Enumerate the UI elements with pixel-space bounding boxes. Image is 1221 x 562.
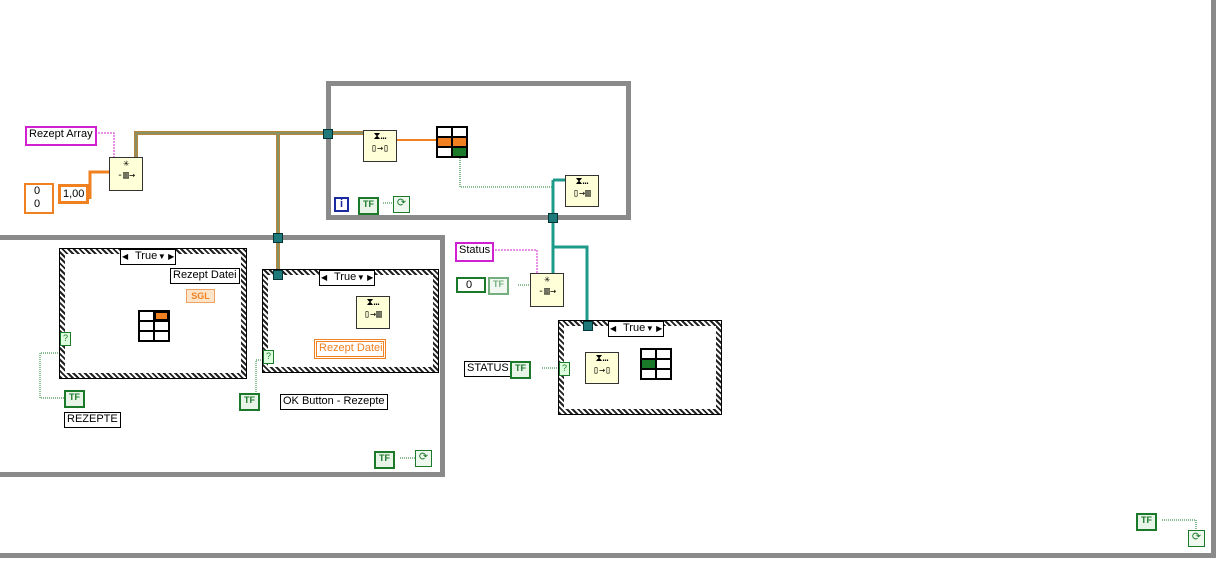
- loop-condition-icon[interactable]: ⟳: [393, 196, 410, 213]
- ok-button-boolean-control[interactable]: TF: [239, 393, 260, 411]
- rezept-array-constant[interactable]: Rezept Array: [25, 126, 97, 146]
- loop-boolean-constant[interactable]: TF: [374, 451, 395, 469]
- status-boolean-constant[interactable]: TF: [488, 277, 509, 295]
- left-while-loop: [0, 235, 445, 477]
- bool-wire: [459, 158, 553, 188]
- status-array-indicator: [640, 348, 672, 380]
- numeric-row-0: 0: [34, 185, 41, 197]
- cluster-array-indicator: [436, 126, 468, 158]
- upper-while-loop: [326, 81, 631, 220]
- tunnel: [273, 233, 283, 243]
- dequeue-element-node-status[interactable]: ⧗…▯→▯: [585, 352, 619, 384]
- status-string-wire: [492, 249, 538, 273]
- case-structure-2: [262, 269, 439, 373]
- rezept-datei-label: Rezept Datei: [170, 268, 240, 284]
- rezepte-boolean-control[interactable]: TF: [64, 390, 85, 408]
- status-boolean-control[interactable]: TF: [510, 361, 531, 379]
- numeric-size-constant[interactable]: 1,00: [58, 184, 89, 204]
- rezepte-label: REZEPTE: [64, 412, 121, 428]
- enqueue-element-node[interactable]: ⧗…▯→▥: [565, 175, 599, 207]
- iteration-terminal: i: [334, 197, 349, 212]
- case-selector-terminal: ?: [263, 350, 274, 364]
- status-numeric-constant[interactable]: 0: [456, 277, 486, 293]
- outer-loop-boolean-constant[interactable]: TF: [1136, 513, 1157, 531]
- case-selector-2[interactable]: True: [319, 270, 376, 286]
- tunnel: [323, 129, 333, 139]
- loop-condition-icon[interactable]: ⟳: [415, 450, 432, 467]
- numeric-wire: [88, 170, 109, 199]
- case-selector-terminal: ?: [60, 332, 71, 346]
- numeric-row-1: 0: [34, 198, 41, 210]
- case-selector-1[interactable]: True: [120, 249, 177, 265]
- dequeue-element-node[interactable]: ⧗…▯→▯: [363, 130, 397, 162]
- status-label: STATUS: [464, 361, 512, 377]
- obtain-queue-node-status[interactable]: ✳-▥→: [530, 273, 564, 307]
- loop-boolean-constant[interactable]: TF: [358, 197, 379, 215]
- rezept-datei-indicator: Rezept Datei: [314, 339, 386, 359]
- case-selector-3[interactable]: True: [608, 321, 665, 337]
- numeric-array-constant[interactable]: 0 0: [24, 183, 54, 214]
- case-selector-terminal: ?: [559, 362, 570, 376]
- tunnel: [583, 321, 593, 331]
- string-wire: [98, 132, 115, 157]
- sgl-constant[interactable]: SGL: [186, 289, 215, 303]
- enqueue-element-node-rezept[interactable]: ⧗…▯→▥: [356, 296, 390, 329]
- rezept-array-indicator: [138, 310, 170, 342]
- outer-loop-condition-icon[interactable]: ⟳: [1188, 530, 1205, 547]
- tunnel: [548, 213, 558, 223]
- ok-button-label: OK Button - Rezepte: [280, 394, 388, 410]
- tunnel: [273, 270, 283, 280]
- obtain-queue-node[interactable]: ✳-▥→: [109, 157, 143, 191]
- status-string-constant[interactable]: Status: [455, 242, 495, 262]
